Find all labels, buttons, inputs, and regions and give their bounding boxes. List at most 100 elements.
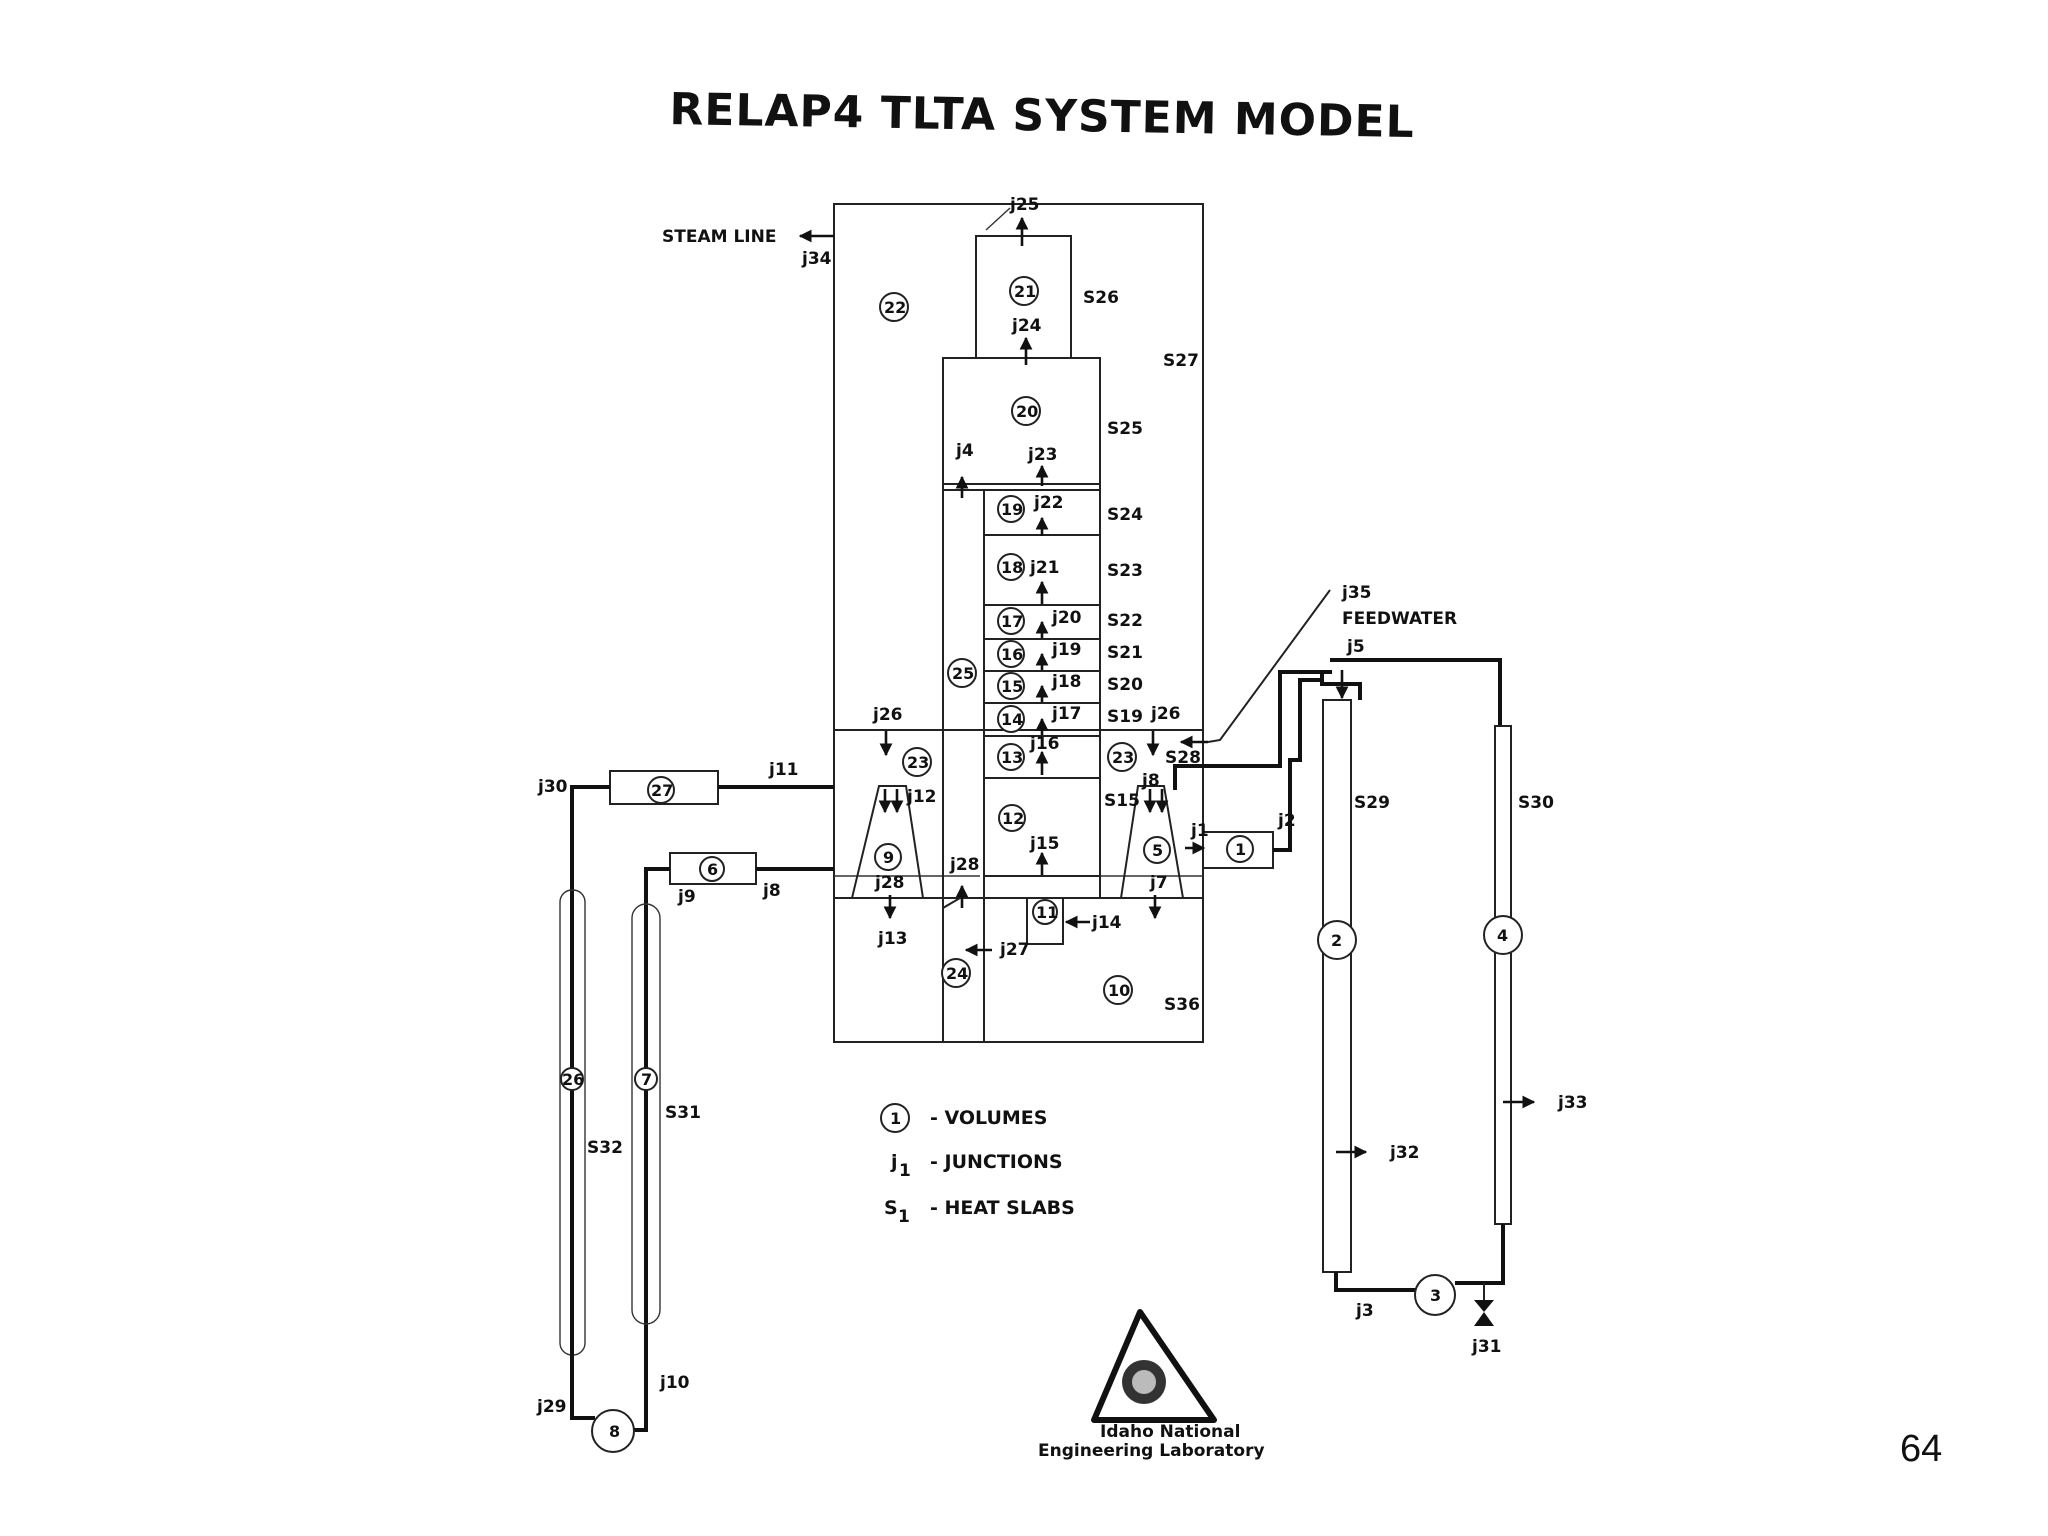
junction-j14: j14 xyxy=(1091,913,1122,933)
volume-25 xyxy=(947,658,977,688)
legend-volume-symbol: 1 xyxy=(890,1109,901,1128)
volume-11-label: 11 xyxy=(1036,903,1058,922)
junction-j12: j12 xyxy=(906,787,936,807)
junction-j11: j11 xyxy=(768,760,798,780)
junction-j8-right: j8 xyxy=(1141,771,1160,791)
feedwater-loops xyxy=(1173,589,1512,1326)
junction-j23: j23 xyxy=(1027,445,1057,465)
junction-j25: j25 xyxy=(1009,195,1039,215)
volume-10 xyxy=(1103,975,1133,1005)
junction-arrows xyxy=(798,207,1536,1159)
junction-j13: j13 xyxy=(877,929,907,949)
volume-16 xyxy=(997,640,1025,668)
volume-26-label: 26 xyxy=(562,1070,584,1089)
junction-j22: j22 xyxy=(1033,493,1063,513)
volume-20-label: 20 xyxy=(1016,402,1038,421)
junction-j30: j30 xyxy=(537,777,568,797)
junction-j7: j7 xyxy=(1149,873,1168,893)
volume-1-label: 1 xyxy=(1235,840,1246,859)
legend: 1 - VOLUMES j 1 - JUNCTIONS S 1 - HEAT S… xyxy=(880,1103,1075,1227)
junction-j31: j31 xyxy=(1471,1337,1501,1357)
volume-18-label: 18 xyxy=(1001,558,1023,577)
volume-17-label: 17 xyxy=(1001,612,1023,631)
volume-11 xyxy=(1032,899,1058,925)
volume-15 xyxy=(997,672,1025,700)
volume-21 xyxy=(1009,276,1039,306)
junction-j17: j17 xyxy=(1051,704,1081,724)
junction-j15: j15 xyxy=(1029,834,1059,854)
volume-27-label: 27 xyxy=(651,781,673,800)
junction-j28-center: j28 xyxy=(949,855,979,875)
junction-j8-left: j8 xyxy=(762,881,781,901)
slab-S20: S20 xyxy=(1107,675,1143,695)
junction-labels: j1 j2 j3 j4 j5 j7 j8 j8 j9 j10 j11 j12 j… xyxy=(536,195,1587,1417)
volume-12 xyxy=(998,804,1026,832)
junction-j5: j5 xyxy=(1346,637,1365,657)
volume-7-label: 7 xyxy=(641,1070,652,1089)
junction-j16: j16 xyxy=(1029,734,1059,754)
inel-logo: Idaho National Engineering Laboratory xyxy=(1038,1309,1265,1461)
slab-S27: S27 xyxy=(1163,351,1199,371)
volume-25-label: 25 xyxy=(952,664,974,683)
volume-1 xyxy=(1226,835,1254,863)
volume-5-label: 5 xyxy=(1152,841,1163,860)
slab-S22: S22 xyxy=(1107,611,1143,631)
volume-6 xyxy=(699,856,725,882)
volume-20 xyxy=(1011,396,1041,426)
slab-S24: S24 xyxy=(1107,505,1143,525)
slab-S21: S21 xyxy=(1107,643,1143,663)
volume-15-label: 15 xyxy=(1001,677,1023,696)
volume-19 xyxy=(997,495,1025,523)
volume-24 xyxy=(941,958,971,988)
volume-5 xyxy=(1143,836,1171,864)
junction-j29: j29 xyxy=(536,1397,566,1417)
volume-19-label: 19 xyxy=(1001,500,1023,519)
logo-line2: Engineering Laboratory xyxy=(1038,1441,1265,1461)
volume-12-label: 12 xyxy=(1002,809,1024,828)
volume-17 xyxy=(997,607,1025,635)
slab-S31: S31 xyxy=(665,1103,701,1123)
volume-23-left xyxy=(902,747,932,777)
recirc-loops xyxy=(559,770,834,1453)
junction-j26-right: j26 xyxy=(1150,704,1180,724)
slab-S15: S15 xyxy=(1104,791,1140,811)
heat-slab-labels: S15 S19 S20 S21 S22 S23 S24 S25 S26 S27 … xyxy=(587,288,1554,1158)
junction-j34: j34 xyxy=(801,249,832,269)
volume-27 xyxy=(647,776,675,804)
junction-j32: j32 xyxy=(1389,1143,1419,1163)
legend-slab-sub: 1 xyxy=(898,1207,910,1227)
volume-markers: 1 2 3 4 5 6 7 8 9 10 11 12 13 14 xyxy=(560,276,1523,1441)
volume-4 xyxy=(1483,915,1523,955)
volume-23-left-label: 23 xyxy=(907,753,929,772)
junction-j4: j4 xyxy=(955,441,974,461)
junction-j21: j21 xyxy=(1029,558,1059,578)
volume-8-label: 8 xyxy=(609,1422,620,1441)
volume-2-label: 2 xyxy=(1331,931,1342,950)
slab-S23: S23 xyxy=(1107,561,1143,581)
volume-6-label: 6 xyxy=(707,860,718,879)
volume-23-right xyxy=(1107,742,1137,772)
volume-18 xyxy=(997,553,1025,581)
junction-j35: j35 xyxy=(1341,583,1371,603)
legend-slab-symbol: S xyxy=(884,1197,898,1219)
volume-23-right-label: 23 xyxy=(1112,748,1134,767)
slab-S26: S26 xyxy=(1083,288,1119,308)
slab-S25: S25 xyxy=(1107,419,1143,439)
volume-13 xyxy=(997,743,1025,771)
junction-j28-left: j28 xyxy=(874,873,904,893)
junction-j27: j27 xyxy=(999,940,1029,960)
volume-9-label: 9 xyxy=(883,848,894,867)
page-number: 64 xyxy=(1900,1428,1943,1470)
feedwater-label: FEEDWATER xyxy=(1342,609,1457,629)
logo-line1: Idaho National xyxy=(1100,1422,1240,1442)
junction-j33: j33 xyxy=(1557,1093,1587,1113)
slab-S30: S30 xyxy=(1518,793,1554,813)
legend-junction-sub: 1 xyxy=(899,1161,911,1181)
volume-22-label: 22 xyxy=(884,298,906,317)
junction-j1: j1 xyxy=(1190,821,1209,841)
junction-j2: j2 xyxy=(1277,811,1296,831)
junction-j24: j24 xyxy=(1011,316,1042,336)
junction-j20: j20 xyxy=(1051,608,1082,628)
volume-4-label: 4 xyxy=(1497,926,1508,945)
